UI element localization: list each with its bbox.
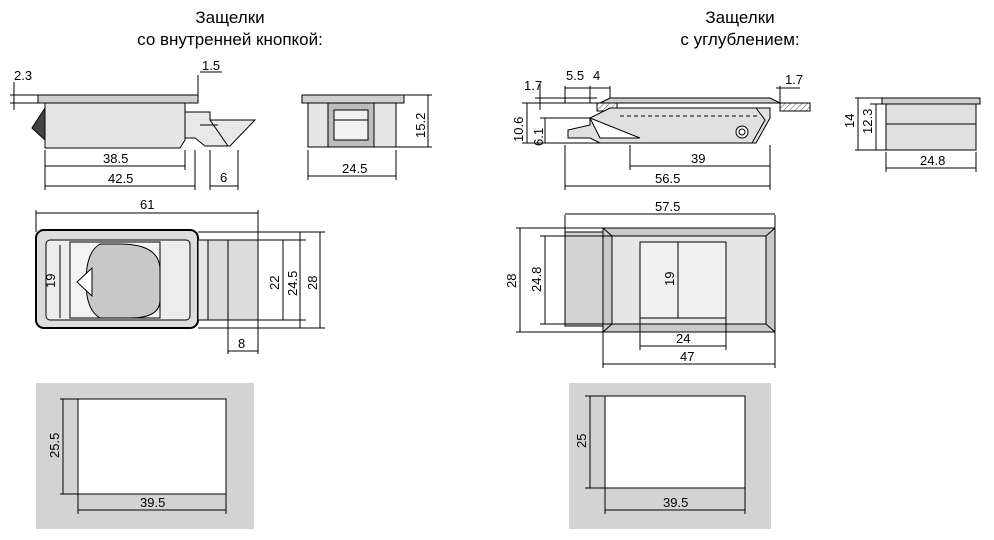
right-dim-47: 47: [680, 349, 694, 364]
right-top-view: [516, 213, 776, 368]
right-dim-56-5: 56.5: [655, 171, 680, 186]
right-dim-24-8: 24.8: [529, 267, 544, 292]
right-dim-24-8-front: 24.8: [920, 153, 945, 168]
right-dim-39: 39: [691, 151, 705, 166]
left-dim-1-5: 1.5: [202, 58, 220, 73]
left-dim-19: 19: [43, 274, 58, 288]
left-side-tip: [31, 106, 46, 142]
left-side-bolt: [184, 111, 257, 147]
right-cutout: [569, 383, 771, 529]
left-dim-24-5: 24.5: [285, 271, 300, 296]
left-title-line2: со внутренней кнопкой:: [137, 30, 323, 49]
left-dim-39-5: 39.5: [140, 495, 165, 510]
left-dim-61: 61: [140, 197, 154, 212]
right-dim-10-6: 10.6: [511, 117, 526, 142]
left-dim-24-5-front: 24.5: [342, 161, 367, 176]
left-dim-42-5: 42.5: [108, 171, 133, 186]
right-side-view: [522, 84, 811, 190]
left-dim-38-5: 38.5: [103, 151, 128, 166]
right-dim-14: 14: [842, 114, 857, 128]
right-dim-25: 25: [574, 434, 589, 448]
right-dim-6-1: 6.1: [531, 128, 546, 146]
right-title: Защелки с углублением:: [615, 7, 865, 51]
panel-hatch-right: [779, 102, 811, 112]
left-dim-6: 6: [220, 170, 227, 185]
left-dim-2-3: 2.3: [14, 68, 32, 83]
left-front-view: [301, 94, 432, 180]
right-dim-28: 28: [504, 274, 519, 288]
right-dim-5-5: 5.5: [566, 68, 584, 83]
right-dim-12-3: 12.3: [860, 109, 875, 134]
left-dim-8: 8: [238, 336, 245, 351]
left-title: Защелки со внутренней кнопкой:: [105, 7, 355, 51]
right-dim-19: 19: [662, 272, 677, 286]
right-front-view: [855, 97, 981, 172]
left-cutout: [36, 383, 254, 529]
left-dim-15-2: 15.2: [413, 113, 428, 138]
right-dim-1-7-right: 1.7: [785, 72, 803, 87]
left-dim-25-5: 25.5: [47, 433, 62, 458]
left-dim-28: 28: [305, 276, 320, 290]
left-dim-22: 22: [267, 276, 282, 290]
right-title-line1: Защелки: [705, 8, 775, 27]
left-top-view: [35, 210, 325, 354]
left-side-view: [10, 71, 257, 190]
right-title-line2: с углублением:: [680, 30, 800, 49]
right-dim-4: 4: [593, 68, 600, 83]
left-title-line1: Защелки: [195, 8, 265, 27]
right-dim-1-7-left: 1.7: [524, 78, 542, 93]
right-dim-24: 24: [676, 331, 690, 346]
left-side-flange: [37, 94, 199, 104]
right-dim-39-5: 39.5: [663, 495, 688, 510]
left-side-body: [44, 102, 186, 149]
right-dim-57-5: 57.5: [655, 199, 680, 214]
